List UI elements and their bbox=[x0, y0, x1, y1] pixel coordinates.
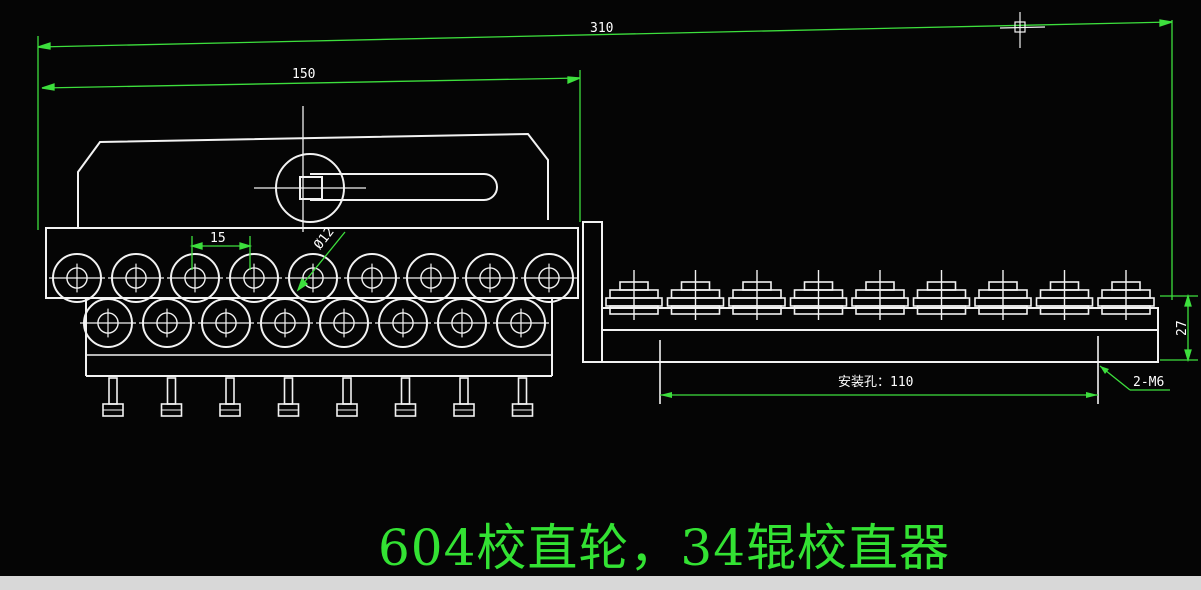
adjusting-bolt-row bbox=[102, 377, 534, 417]
roller-diameter-leader bbox=[296, 231, 346, 292]
upper-roller bbox=[403, 253, 459, 303]
lower-roller bbox=[493, 298, 549, 348]
straightener-length-dimension bbox=[41, 70, 581, 222]
lower-roller bbox=[80, 298, 136, 348]
guide-roller bbox=[728, 270, 786, 320]
upper-roller bbox=[285, 253, 341, 303]
adjusting-bolt bbox=[160, 377, 183, 417]
guide-roller-row bbox=[605, 270, 1155, 320]
adjusting-bolt bbox=[336, 377, 358, 417]
thread-spec-label: 2-M6 bbox=[1133, 375, 1164, 390]
roller-frame bbox=[45, 227, 579, 377]
upper-roller bbox=[344, 253, 400, 303]
upper-roller bbox=[462, 253, 518, 303]
lower-roller-row bbox=[80, 298, 549, 348]
roller-pitch-dimension bbox=[189, 236, 253, 270]
adjusting-bolt bbox=[219, 377, 241, 417]
straightener-length-label: 150 bbox=[292, 67, 315, 82]
overall-length-label: 310 bbox=[590, 21, 613, 36]
straightener-drawing: 310 150 bbox=[37, 12, 1198, 576]
lower-roller bbox=[316, 298, 372, 348]
mounting-hole-dimension bbox=[659, 336, 1170, 404]
guide-roller bbox=[974, 270, 1032, 320]
guide-roller bbox=[912, 270, 971, 320]
adjusting-bolt bbox=[394, 377, 417, 417]
lower-roller bbox=[375, 298, 431, 348]
adjustment-knob bbox=[254, 153, 498, 223]
guide-roller bbox=[666, 270, 725, 320]
height-label: 27 bbox=[1175, 320, 1190, 336]
upper-roller-row bbox=[49, 253, 577, 303]
roller-pitch-label: 15 bbox=[210, 231, 226, 246]
adjusting-bolt bbox=[102, 377, 124, 417]
caption: 604校直轮，34辊校直器 bbox=[378, 519, 950, 576]
upper-housing bbox=[77, 106, 549, 232]
guide-base bbox=[582, 221, 1159, 363]
lower-roller bbox=[139, 298, 195, 348]
guide-roller bbox=[789, 270, 848, 320]
crosshair-marker bbox=[999, 12, 1046, 48]
upper-roller bbox=[167, 253, 223, 303]
adjusting-bolt bbox=[277, 377, 300, 417]
bottom-edge-strip bbox=[0, 576, 1201, 590]
height-dimension bbox=[1160, 293, 1198, 363]
upper-roller bbox=[521, 253, 577, 303]
guide-roller bbox=[851, 270, 909, 320]
lower-roller bbox=[257, 298, 313, 348]
guide-roller bbox=[605, 270, 663, 320]
guide-roller bbox=[1035, 270, 1094, 320]
overall-dimension bbox=[37, 19, 1173, 300]
upper-roller bbox=[226, 253, 282, 303]
mounting-holes-label: 安装孔：110 bbox=[838, 375, 913, 390]
guide-roller bbox=[1097, 270, 1155, 320]
adjusting-bolt bbox=[453, 377, 475, 417]
lower-roller bbox=[198, 298, 254, 348]
upper-roller bbox=[108, 253, 164, 303]
adjusting-bolt bbox=[511, 377, 534, 417]
upper-roller bbox=[49, 253, 105, 303]
lower-roller bbox=[434, 298, 490, 348]
